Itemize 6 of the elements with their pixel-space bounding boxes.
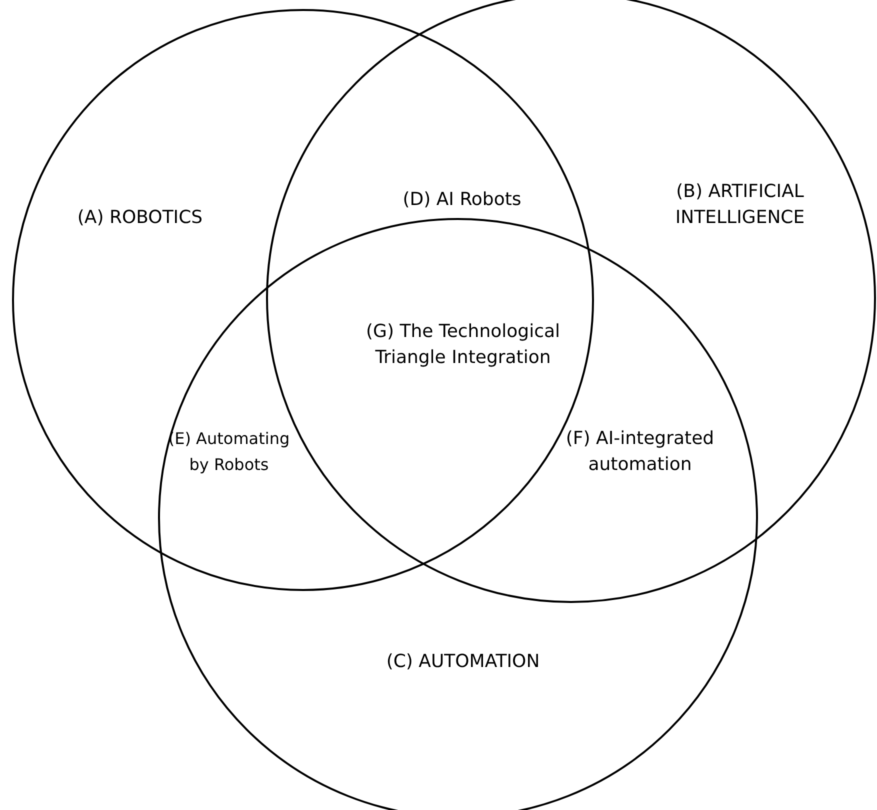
overlap-label: (F) AI-integrated automation bbox=[564, 427, 716, 477]
circle-label: (B) ARTIFICIAL INTELLIGENCE bbox=[674, 180, 806, 230]
overlap-label: (D) AI Robots bbox=[402, 188, 522, 212]
circle-label: (A) ROBOTICS bbox=[76, 206, 204, 230]
overlap-label: (G) The Technological Triangle Integration bbox=[364, 320, 562, 370]
circle-label: (C) AUTOMATION bbox=[385, 650, 541, 674]
